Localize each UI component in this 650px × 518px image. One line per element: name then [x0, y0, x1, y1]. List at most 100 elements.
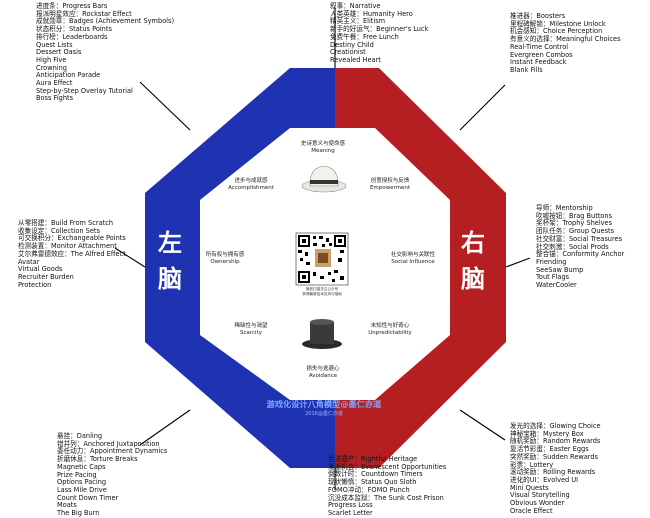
- technique-item: 排行榜：Leaderboards: [36, 32, 108, 41]
- watermark: 游戏化设计八角模型@墨仁亦道: [266, 399, 382, 409]
- technique-item: Lass Mile Drive: [57, 485, 107, 494]
- technique-item: Prize Pacing: [57, 470, 97, 479]
- technique-item: 社交刺激：Social Prods: [536, 242, 609, 251]
- technique-item: Dessert Oasis: [36, 48, 82, 57]
- technique-item: Instant Feedback: [510, 58, 567, 67]
- technique-item: The Big Burn: [57, 509, 100, 518]
- technique-item: 检测装置：Monitor Attachment: [18, 242, 117, 251]
- technique-item: Options Pacing: [57, 478, 107, 487]
- technique-item: 艾尔弗雷德效应：The Alfred Effect: [18, 249, 126, 258]
- technique-item: Blank Fills: [510, 65, 543, 74]
- technique-item: 错并列：Anchored Juxtaposition: [57, 439, 160, 448]
- technique-item: 收集设定：Collection Sets: [18, 226, 100, 235]
- technique-item: Oracle Effect: [510, 506, 553, 515]
- technique-item: Aura Effect: [36, 79, 73, 88]
- technique-item: 整合锚：Conformity Anchor: [536, 250, 625, 259]
- technique-item: 委任动力：Appointment Dynamics: [57, 447, 168, 456]
- technique-item: 社交财富：Social Treasures: [536, 234, 623, 243]
- technique-item: Virtual Goods: [18, 265, 63, 274]
- technique-item: 沉没成本监狱：The Sunk Cost Prison: [328, 493, 444, 502]
- technique-item: 精英主义：Elitism: [330, 17, 386, 26]
- qr-caption: 微信扫描关注公众号获得最新技术支持与指南: [302, 287, 342, 296]
- technique-item: Obvious Wonder: [510, 499, 565, 508]
- qr-code: [295, 232, 349, 286]
- technique-item: 团队任务：Group Quests: [536, 227, 615, 236]
- technique-item: Scarlet Letter: [328, 508, 373, 517]
- technique-item: Protection: [18, 280, 52, 289]
- technique-item: 可交换积分：Exchangeable Points: [18, 234, 126, 243]
- technique-item: 突然奖励：Sudden Rewards: [510, 452, 599, 461]
- technique-item: 滚动奖励：Rolling Rewards: [510, 468, 596, 477]
- technique-item: Magnetic Caps: [57, 462, 106, 471]
- technique-item: Moats: [57, 501, 77, 510]
- technique-item: 折磨休息：Torture Breaks: [57, 455, 138, 464]
- technique-item: Creationist: [330, 48, 366, 57]
- connector-lines: [114, 8, 531, 490]
- technique-item: Mini Quests: [510, 483, 549, 492]
- technique-item: 人类英雄：Humanity Hero: [330, 9, 413, 18]
- technique-item: Friending: [536, 257, 567, 266]
- technique-item: 成就勋章：Badges (Achievement Symbols): [36, 17, 175, 26]
- technique-item: 进化的UI：Evolved UI: [510, 475, 579, 484]
- technique-item: 奖杯架：Trophy Shelves: [536, 219, 613, 228]
- technique-item: 叙事：Narrative: [330, 2, 381, 10]
- technique-item: 合法遗产：Rightful Heritage: [328, 455, 418, 463]
- technique-item: Anticipation Parade: [36, 71, 101, 80]
- technique-item: 里程碑解锁：Milestone Unlock: [510, 19, 606, 28]
- technique-item: 状态积分：Status Points: [36, 25, 112, 34]
- watermark-sub: 2016@墨仁亦道: [305, 411, 343, 417]
- technique-item: Real-Time Control: [510, 42, 569, 51]
- technique-item: Step-by-Step Overlay Tutorial: [36, 86, 133, 95]
- technique-item: 随机奖励：Random Rewards: [510, 437, 601, 446]
- technique-item: 新手的好运气：Beginner's Luck: [330, 25, 429, 34]
- technique-item: 倒数计时：Countdown Timers: [328, 470, 423, 479]
- technique-item: WaterCooler: [536, 281, 577, 290]
- technique-item: 报派明星效应：Rockstar Effect: [36, 9, 132, 18]
- technique-item: 免费午餐：Free Lunch: [330, 32, 399, 41]
- technique-item: FOMO冲动：FOMO Punch: [328, 485, 410, 494]
- technique-item: 推进器：Boosters: [510, 12, 566, 20]
- technique-item: 机会感知：Choice Perception: [510, 27, 603, 36]
- technique-item: Avatar: [18, 257, 40, 266]
- technique-item: Progress Loss: [328, 501, 373, 510]
- technique-item: 吹嘘按钮：Brag Buttons: [536, 211, 613, 220]
- technique-item: 从零搭建：Build From Scratch: [18, 219, 114, 227]
- technique-item: Evergreen Combos: [510, 50, 573, 59]
- technique-item: Quest Lists: [36, 40, 73, 49]
- right-brain-label: 右 脑: [461, 229, 485, 293]
- technique-item: 彩票：Lottery: [510, 460, 554, 469]
- technique-item: Count Down Timer: [57, 493, 119, 502]
- white-hat-icon: [301, 165, 347, 193]
- technique-item: Boss Fights: [36, 94, 74, 103]
- technique-item: 导师：Mentorship: [536, 204, 593, 212]
- technique-item: Recruiter Burden: [18, 272, 74, 281]
- technique-item: 神秘宝箱：Mystery Box: [510, 429, 584, 438]
- technique-item: 渐逝机会：Evanescent Opportunities: [328, 462, 447, 471]
- technique-item: 有意义的选择：Meaningful Choices: [510, 35, 621, 44]
- technique-item: 发光的选择：Glowing Choice: [510, 422, 601, 430]
- technique-item: 现状懒惰：Status Quo Sloth: [328, 478, 417, 487]
- technique-item: 复活节彩蛋：Easter Eggs: [510, 445, 589, 454]
- technique-item: Revealed Heart: [330, 55, 381, 64]
- technique-item: Crowning: [36, 63, 67, 72]
- technique-item: High Five: [36, 55, 67, 64]
- black-hat-icon: [302, 319, 342, 349]
- technique-item: Tout Flags: [536, 273, 570, 282]
- technique-item: Visual Storytelling: [510, 491, 570, 500]
